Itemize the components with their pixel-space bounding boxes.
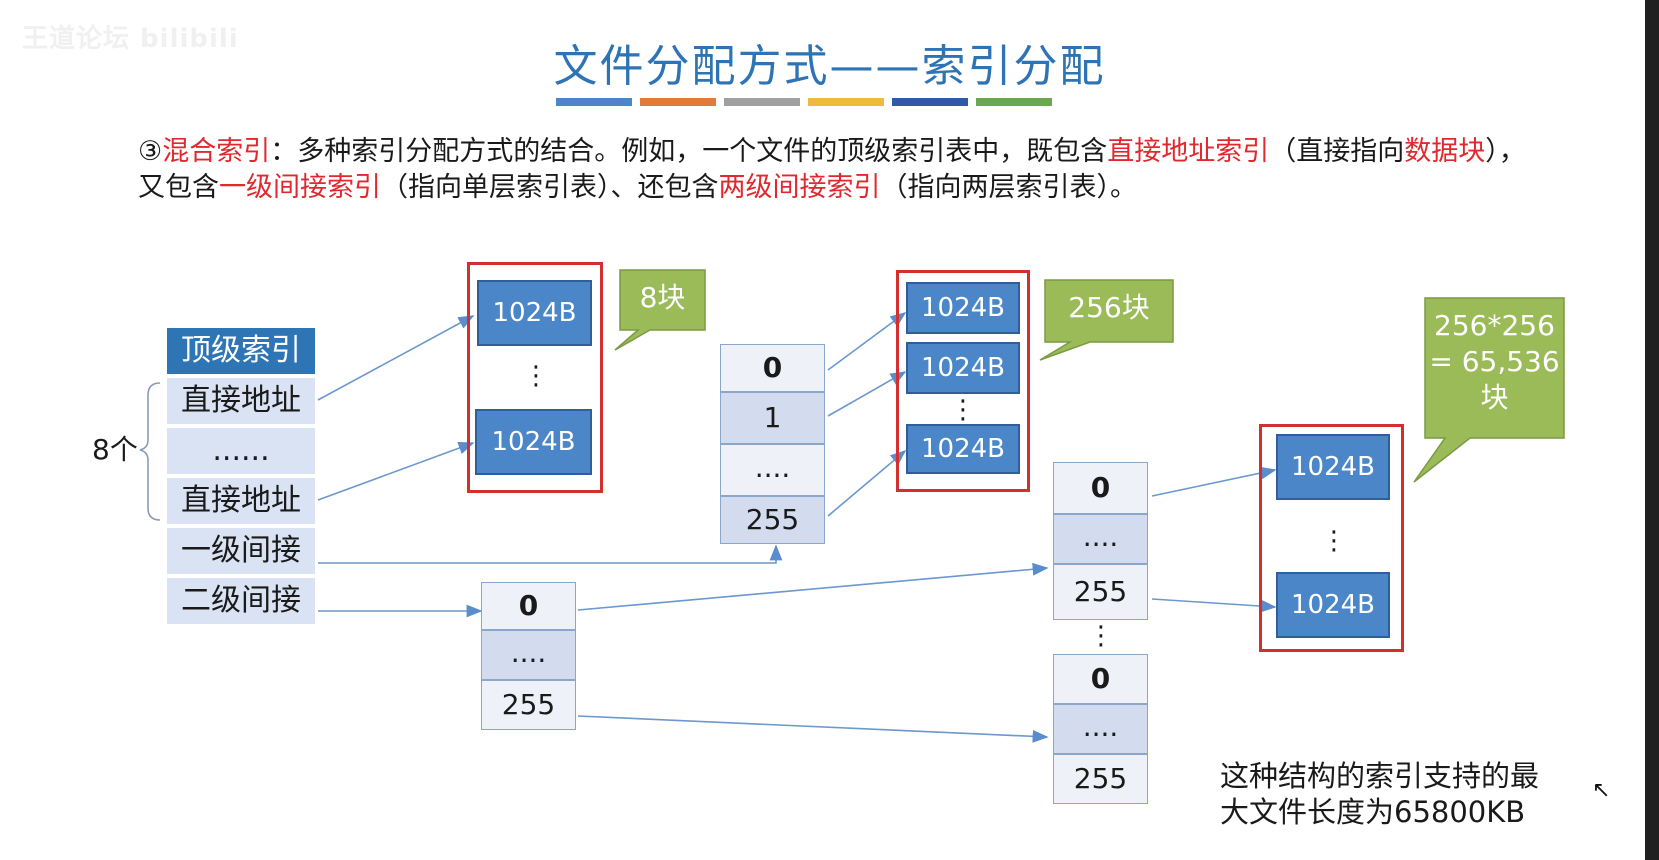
arrow-l2a-255	[1151, 598, 1277, 613]
direct-vdots: ⋮	[523, 361, 549, 391]
top-index-direct-1: 直接地址	[167, 378, 315, 424]
l1-block-0: 1024B	[906, 282, 1020, 334]
term-direct-index: 直接地址索引	[1107, 136, 1270, 167]
mouse-cursor-icon: ↖	[1592, 778, 1611, 803]
arrow-l1-1	[827, 371, 907, 417]
callout-256-shape	[1039, 279, 1174, 361]
top-index-double-indirect: 二级间接	[167, 578, 315, 624]
l2b-index-255: 255	[1053, 754, 1148, 804]
callout-8-shape	[614, 269, 706, 351]
para-part-7: ），又包含	[138, 136, 1526, 203]
arrow-l2a-0	[1151, 466, 1277, 497]
callout-65536-shape	[1413, 297, 1565, 483]
para-part-5: （直接指向	[1269, 136, 1405, 167]
para-part-11: （指向两层索引表）。	[880, 172, 1138, 203]
l1-block-255: 1024B	[906, 424, 1020, 474]
l2-blocks-vdots: ⋮	[1321, 526, 1347, 556]
l2-blocks-frame	[1259, 424, 1404, 652]
term-hybrid-index: 混合索引	[162, 136, 271, 167]
para-part-3: ：多种索引分配方式的结合。例如，一个文件的顶级索引表中，既包含	[270, 136, 1108, 167]
top-index-header: 顶级索引	[167, 328, 315, 374]
l2b-index-0: 0	[1053, 654, 1148, 704]
color-bar-3	[724, 98, 800, 106]
callout-65536-line3: 块	[1480, 381, 1509, 414]
l1-index-1: 1	[720, 392, 825, 444]
arrow-single-indirect	[318, 544, 783, 564]
l1-vdots: ⋮	[950, 395, 976, 425]
top-index-ellipsis: ......	[167, 428, 315, 474]
direct-block-1: 1024B	[477, 280, 592, 346]
arrow-direct-8	[317, 441, 475, 501]
arrow-l1-255	[827, 449, 907, 517]
slide-title: 文件分配方式——索引分配	[553, 41, 1106, 92]
arrow-l1-0	[827, 312, 907, 371]
note-line-1: 这种结构的索引支持的最	[1220, 759, 1540, 793]
description-paragraph: ③混合索引：多种索引分配方式的结合。例如，一个文件的顶级索引表中，既包含直接地址…	[138, 134, 1538, 206]
top-index-direct-8: 直接地址	[167, 478, 315, 524]
l2-root-ellipsis: ....	[481, 630, 576, 680]
l1-blocks-frame	[896, 270, 1030, 492]
top-index-single-indirect: 一级间接	[167, 528, 315, 574]
l2a-index-255: 255	[1053, 564, 1148, 620]
title-color-bars	[556, 98, 1052, 106]
para-part-9: （指向单层索引表）、还包含	[381, 172, 719, 203]
max-file-size-note: 这种结构的索引支持的最 大文件长度为65800KB	[1220, 758, 1539, 830]
term-data-block: 数据块	[1404, 136, 1486, 167]
l1-block-1: 1024B	[906, 342, 1020, 394]
l1-index-ellipsis: ....	[720, 444, 825, 496]
watermark: 王道论坛 bilibili	[22, 24, 239, 54]
l2-root-255: 255	[481, 680, 576, 730]
l2-block-last: 1024B	[1276, 572, 1390, 638]
color-bar-6	[976, 98, 1052, 106]
l2-tables-vdots: ⋮	[1088, 621, 1114, 651]
l2b-index-ellipsis: ....	[1053, 704, 1148, 754]
color-bar-1	[556, 98, 632, 106]
term-single-indirect: 一级间接索引	[219, 172, 381, 203]
callout-65536-line2: = 65,536	[1429, 345, 1560, 378]
callout-65536-blocks: 256*256 = 65,536 块	[1425, 308, 1564, 416]
l1-index-255: 255	[720, 496, 825, 544]
arrow-root-0	[577, 562, 1049, 611]
arrow-direct-1	[317, 315, 475, 401]
brace	[139, 382, 161, 521]
color-bar-5	[892, 98, 968, 106]
term-double-indirect: 两级间接索引	[718, 172, 881, 203]
direct-blocks-frame	[467, 262, 603, 493]
callout-256-blocks: 256块	[1068, 291, 1150, 324]
callout-8-blocks: 8块	[639, 281, 686, 314]
para-part-1: ③	[138, 136, 163, 167]
note-line-2: 大文件长度为65800KB	[1220, 795, 1526, 829]
l2a-index-0: 0	[1053, 462, 1148, 514]
window-right-edge	[1645, 0, 1659, 860]
direct-block-8: 1024B	[475, 409, 592, 475]
callout-65536-line1: 256*256	[1434, 309, 1555, 342]
count-label: 8个	[92, 433, 138, 466]
arrow-root-255	[577, 715, 1049, 743]
color-bar-4	[808, 98, 884, 106]
l2-root-0: 0	[481, 582, 576, 630]
l2-block-first: 1024B	[1276, 434, 1390, 500]
l1-index-0: 0	[720, 344, 825, 392]
l2a-index-ellipsis: ....	[1053, 514, 1148, 564]
color-bar-2	[640, 98, 716, 106]
